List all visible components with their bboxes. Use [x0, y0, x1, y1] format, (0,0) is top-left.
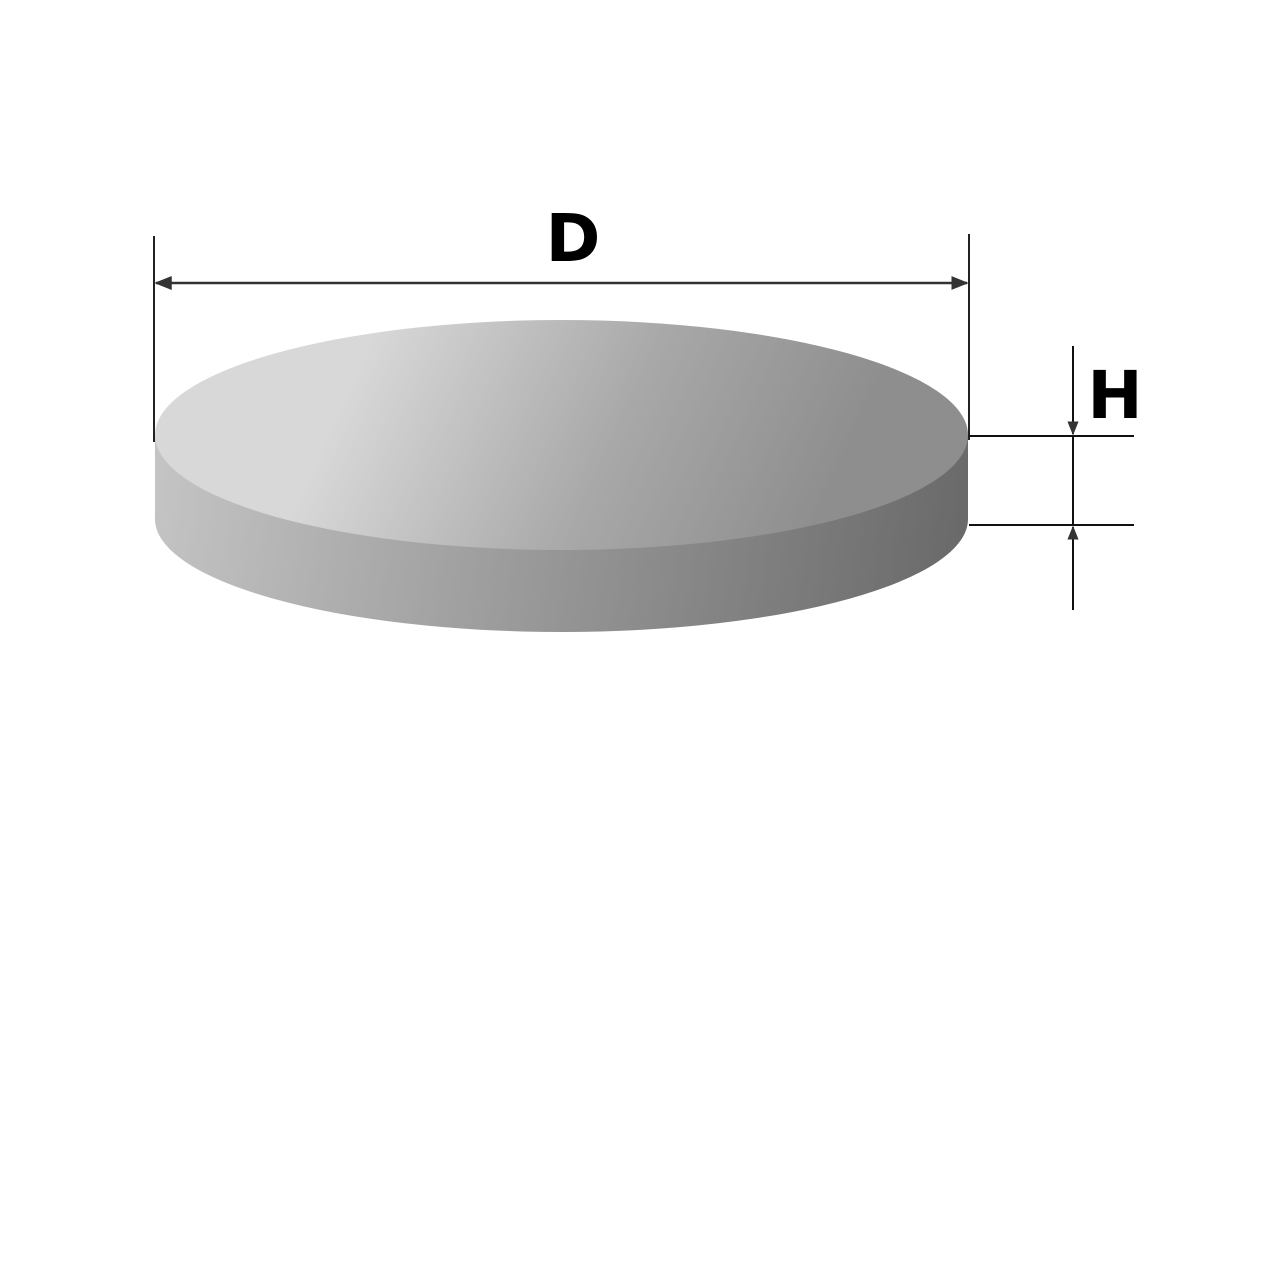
diameter-label: D [546, 200, 601, 277]
height-label: H [1087, 357, 1142, 434]
disc-top [155, 320, 968, 550]
diameter-dimension: D [153, 200, 970, 442]
height-dimension: H [969, 346, 1143, 610]
